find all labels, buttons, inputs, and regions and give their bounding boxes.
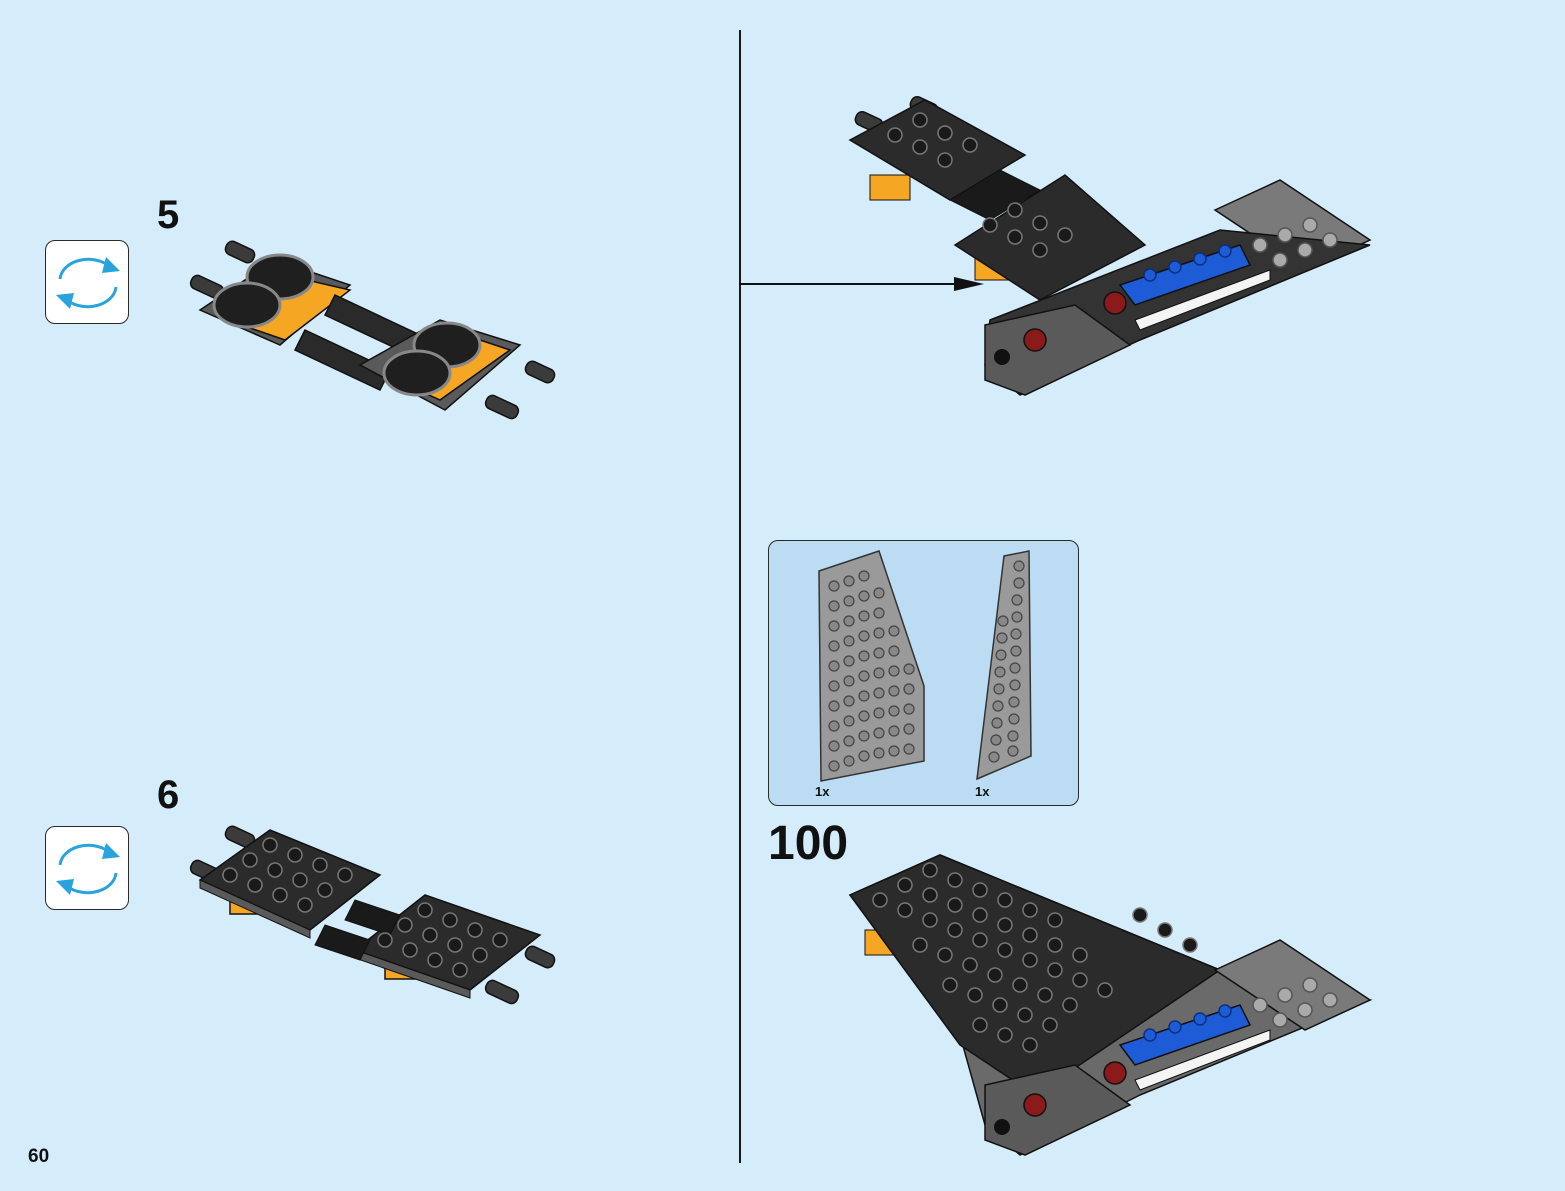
- fuselage-with-wing-model: [848, 854, 1373, 1156]
- parts-list-box: 1x 1x: [768, 540, 1079, 806]
- step-6-number: 6: [157, 773, 180, 817]
- part-quantity: 1x: [975, 784, 990, 799]
- rotate-model-icon: [45, 240, 129, 324]
- step-5-model: [189, 240, 556, 420]
- wedge-plate-narrow-part: [976, 550, 1032, 781]
- step-6-model: [189, 825, 556, 1005]
- page-divider: [739, 30, 741, 1163]
- fuselage-rear-section-model: [848, 95, 1372, 396]
- page-number: 60: [28, 1146, 50, 1167]
- wedge-plate-wide-part: [818, 550, 925, 782]
- rotate-model-icon: [45, 826, 129, 910]
- part-quantity: 1x: [815, 784, 830, 799]
- step-100-number: 100: [768, 817, 849, 870]
- step-5-number: 5: [157, 193, 180, 237]
- arrow-right-icon: [739, 277, 984, 291]
